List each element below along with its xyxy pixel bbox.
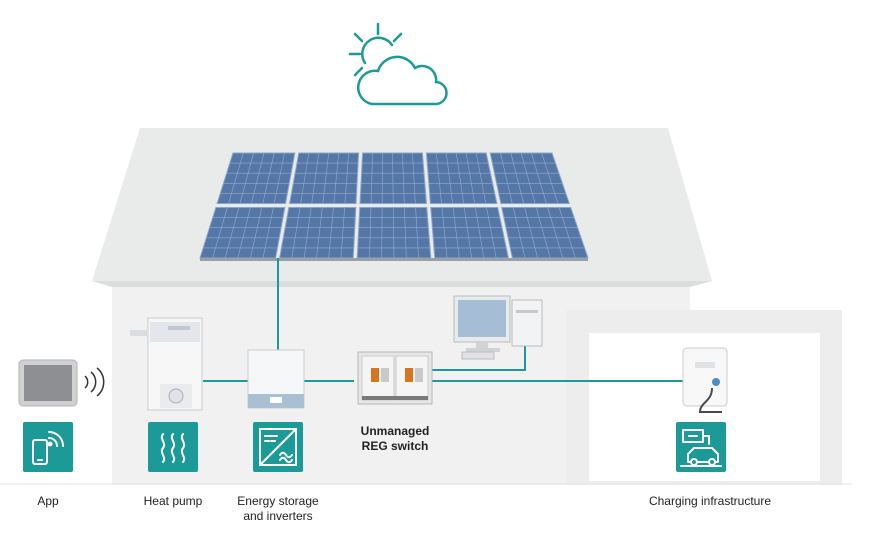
solar-array-frame [200, 258, 588, 261]
solar-cell-line [344, 152, 349, 204]
solar-cell-line [316, 207, 323, 259]
caption-charging-infrastructure: Charging infrastructure [648, 494, 772, 508]
wifi-signal-icon [84, 367, 105, 397]
solar-cell-line [392, 207, 395, 259]
tablet-device [18, 359, 78, 407]
computer-device [453, 295, 543, 360]
solar-cell-line [452, 207, 460, 259]
reg-switch-label-line2: REG switch [361, 439, 429, 453]
solar-cell-line [250, 207, 263, 259]
solar-cell-line [402, 152, 405, 204]
energy-storage-device [247, 349, 305, 409]
solar-cell-line [333, 152, 339, 204]
solar-cell-line [303, 207, 312, 259]
solar-cell-line [228, 152, 244, 204]
solar-cell-line [475, 207, 485, 259]
solar-cell-line [291, 207, 301, 259]
solar-cell-line [456, 152, 464, 204]
app-tile [23, 422, 73, 472]
solar-cell-line [465, 152, 476, 204]
solar-cell-line [369, 207, 372, 259]
solar-cell-line [531, 152, 547, 204]
solar-cell-line [463, 207, 472, 259]
solar-cell-line [541, 152, 559, 204]
solar-cell-line [475, 152, 487, 204]
solar-cell-line [212, 207, 228, 259]
solar-cell-line [512, 207, 526, 259]
solar-cell-line [486, 207, 497, 259]
solar-cell-line [535, 207, 551, 259]
solar-cell-line [239, 152, 254, 204]
sun-cloud-icon [348, 22, 448, 106]
solar-cell-line [224, 207, 240, 259]
solar-cell-line [340, 207, 345, 259]
solar-cell-line [412, 152, 416, 204]
solar-cell-line [392, 152, 394, 204]
solar-cell-line [441, 207, 448, 259]
ev-charging-icon [680, 429, 722, 467]
solar-cell-line [520, 152, 536, 204]
smartphone-wifi-icon [32, 431, 64, 465]
charging-tile [676, 422, 726, 472]
caption-energy-storage-line2: and inverters [243, 509, 313, 523]
solar-cell-line [558, 207, 576, 259]
solar-cell-line [262, 207, 274, 259]
solar-cell-line [500, 152, 513, 204]
solar-cell-line [251, 152, 265, 204]
solar-cell-line [311, 152, 320, 204]
heat-pump-device [130, 317, 203, 411]
solar-cell-line [415, 207, 419, 259]
reg-switch-label: Unmanaged REG switch [345, 424, 445, 454]
solar-cell-line [446, 152, 453, 204]
ev-charger-device [682, 347, 728, 413]
caption-energy-storage-line1: Energy storage [237, 494, 319, 508]
solar-cell-line [262, 152, 275, 204]
solar-cell-line [547, 207, 564, 259]
caption-energy-storage: Energy storage and inverters [222, 494, 334, 524]
switch-computer-link [430, 345, 526, 371]
storage-tile [253, 422, 303, 472]
roof-eave [92, 281, 712, 287]
solar-cell-line [300, 152, 310, 204]
caption-app: App [37, 494, 59, 508]
solar-cell-line [404, 207, 407, 259]
solar-cell-line [524, 207, 538, 259]
solar-cell-line [328, 207, 334, 259]
solar-cell-line [370, 152, 373, 204]
solar-cell-line [510, 152, 524, 204]
solar-cell-line [237, 207, 251, 259]
solar-cell-line [436, 152, 442, 204]
reg-switch-label-line1: Unmanaged [360, 424, 430, 438]
heat-waves-icon [160, 433, 186, 463]
dc-ac-inverter-icon [259, 428, 297, 466]
solar-cell-line [273, 152, 285, 204]
reg-switch-device [357, 351, 433, 405]
caption-heat-pump: Heat pump [143, 494, 203, 508]
solar-cell-line [322, 152, 329, 204]
solar-array [199, 152, 589, 261]
connection-lines [203, 258, 690, 382]
heat-pump-tile [148, 422, 198, 472]
